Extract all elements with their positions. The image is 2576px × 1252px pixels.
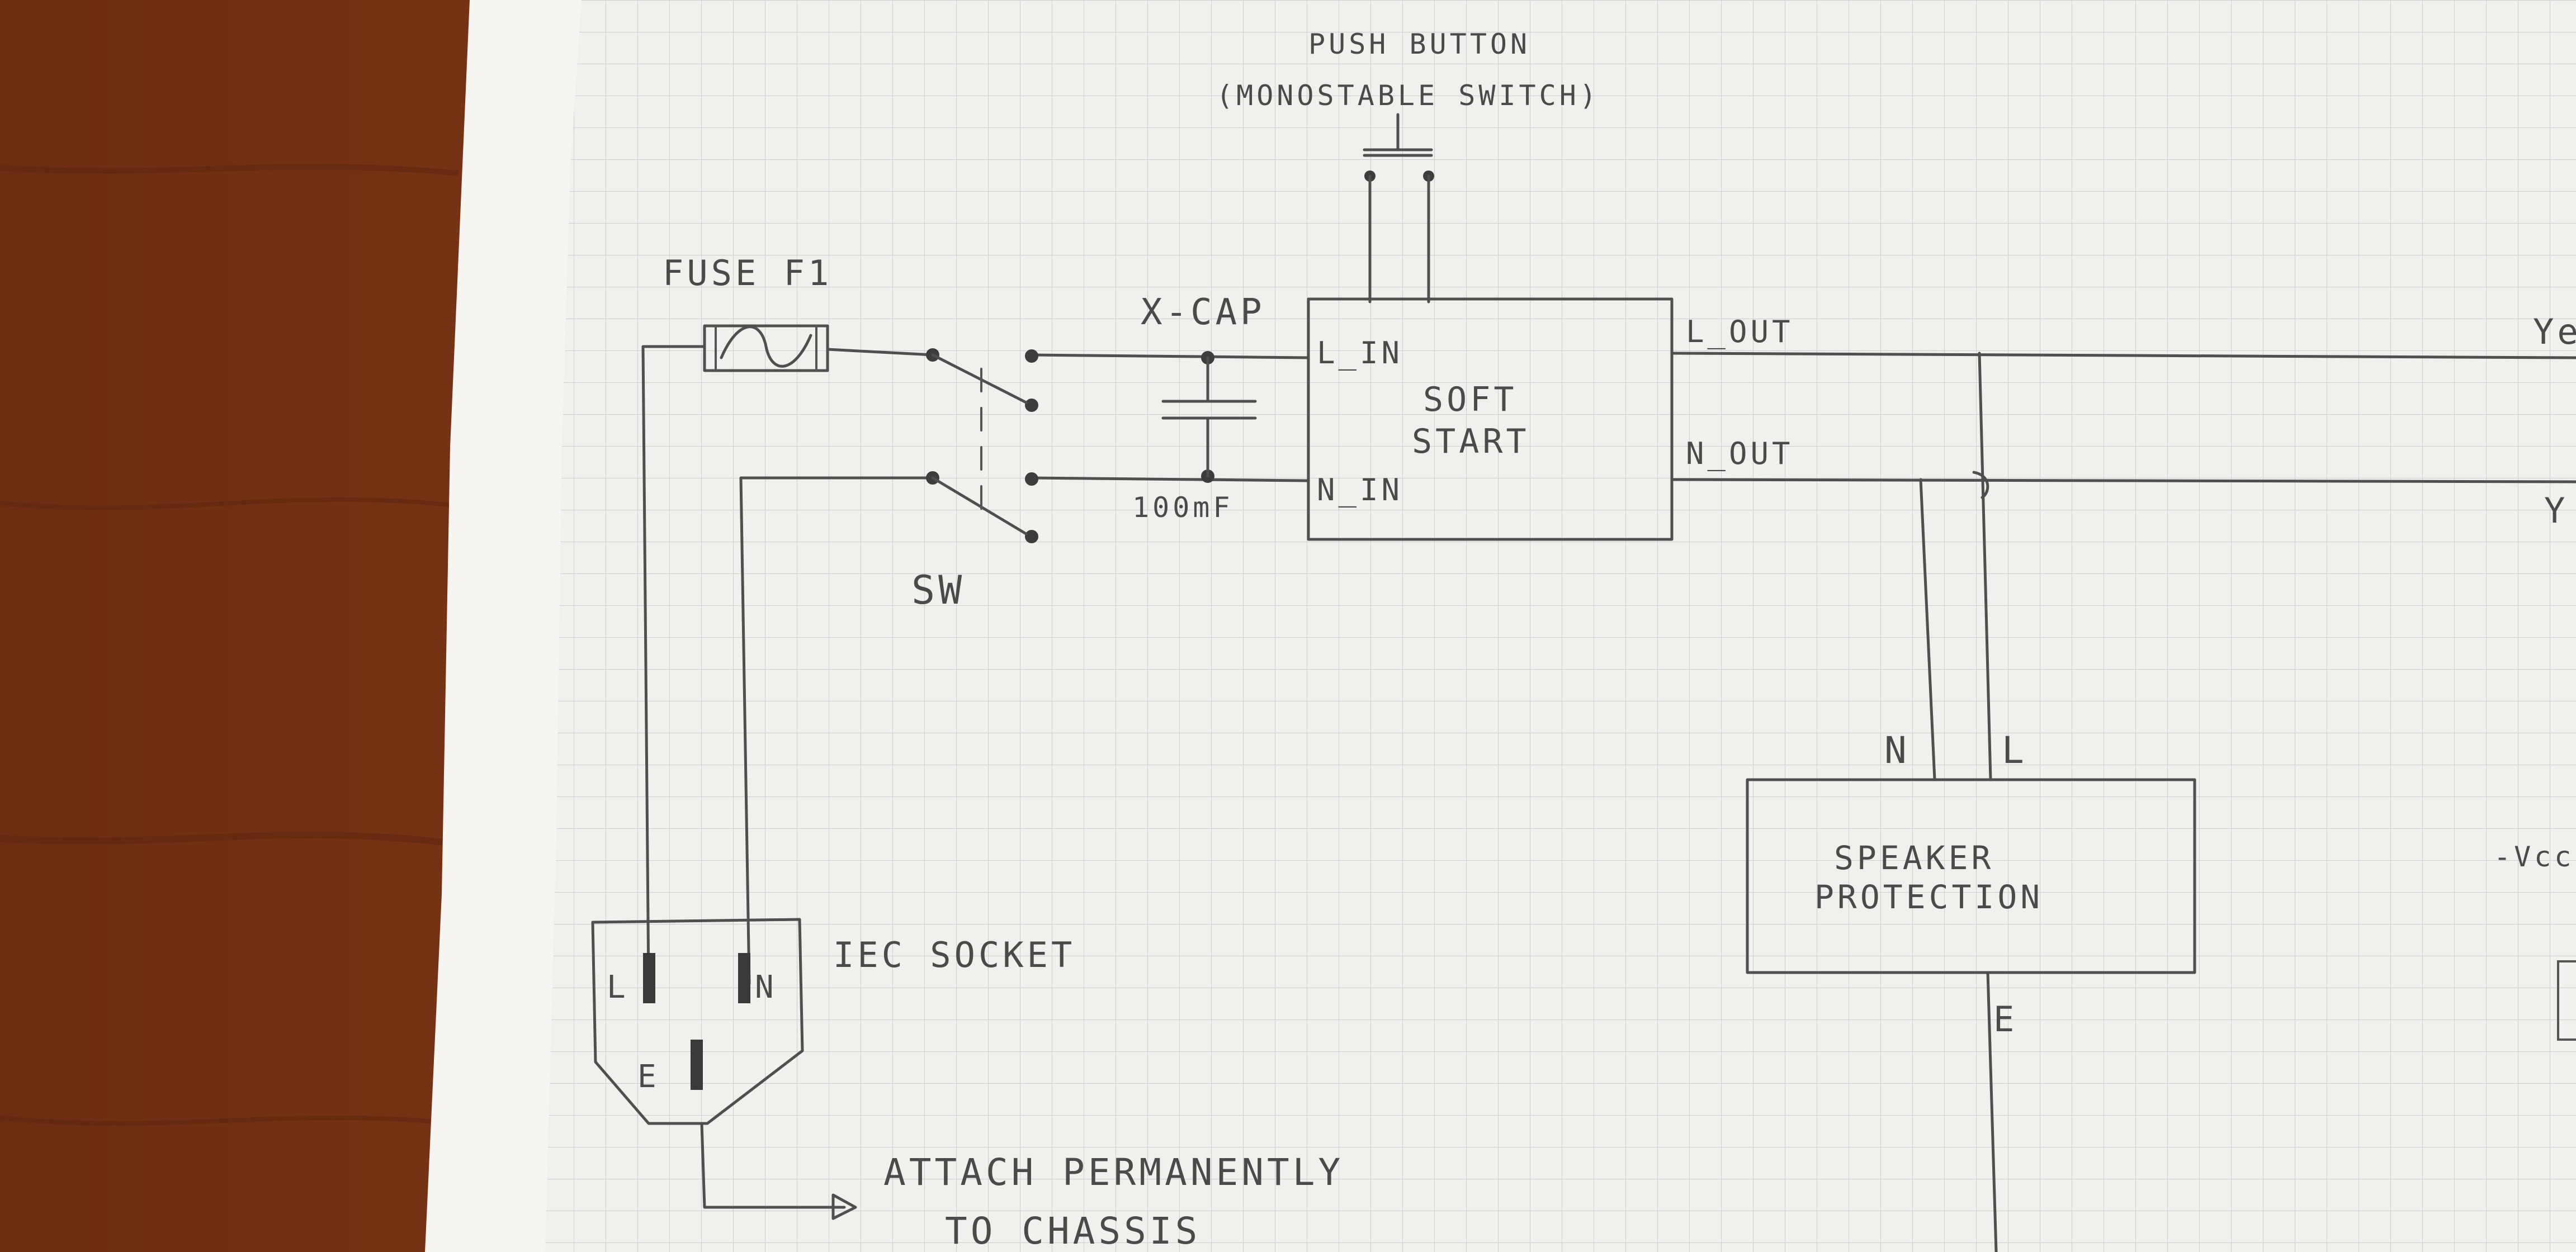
push-button-title: PUSH BUTTON bbox=[1308, 28, 1530, 60]
neutral-wire bbox=[739, 471, 2576, 985]
iec-socket-label: IEC SOCKET bbox=[833, 935, 1075, 975]
speaker-label-2: PROTECTION bbox=[1814, 878, 2043, 916]
cap-value-label: 100mF bbox=[1132, 491, 1233, 524]
speaker-label-1: SPEAKER bbox=[1834, 839, 1994, 877]
iec-e-label: E bbox=[637, 1059, 660, 1095]
iec-n-label: N bbox=[755, 969, 777, 1006]
edge-label-bottom: Y bbox=[2544, 490, 2568, 531]
soft-start-label-2: START bbox=[1412, 422, 1530, 461]
n-out-label: N_OUT bbox=[1686, 436, 1794, 471]
push-button: PUSH BUTTON (MONOSTABLE SWITCH) bbox=[1216, 28, 1600, 303]
iec-l-label: L bbox=[607, 969, 629, 1006]
edge-label-vcc: -Vcc bbox=[2494, 841, 2574, 873]
attach-note-line-2: TO CHASSIS bbox=[945, 1210, 1200, 1252]
fuse-f1: FUSE F1 bbox=[663, 253, 832, 372]
live-wire bbox=[641, 345, 2576, 985]
l-in-label: L_IN bbox=[1317, 335, 1403, 371]
double-pole-switch: SW bbox=[911, 348, 1038, 613]
x-capacitor: X-CAP 100mF bbox=[1132, 292, 1265, 524]
attach-note-line-1: ATTACH PERMANENTLY bbox=[883, 1151, 1344, 1194]
iec-socket: L N E IEC SOCKET bbox=[591, 918, 1075, 1220]
speaker-e-label: E bbox=[1993, 999, 2017, 1040]
x-cap-label: X-CAP bbox=[1141, 292, 1265, 333]
speaker-l-label: L bbox=[2002, 729, 2027, 772]
edge-label-top: Ye bbox=[2533, 311, 2576, 352]
switch-label: SW bbox=[911, 567, 965, 613]
soft-start-label-1: SOFT bbox=[1423, 380, 1518, 419]
push-button-subtitle: (MONOSTABLE SWITCH) bbox=[1216, 79, 1600, 112]
soft-start-block: SOFT START L_IN N_IN L_OUT N_OUT bbox=[1307, 297, 1794, 541]
l-out-label: L_OUT bbox=[1686, 314, 1794, 349]
speaker-protection-block: SPEAKER PROTECTION N L E bbox=[1746, 729, 2196, 1252]
n-in-label: N_IN bbox=[1317, 472, 1403, 508]
fuse-label: FUSE F1 bbox=[663, 253, 832, 293]
speaker-n-label: N bbox=[1884, 729, 1910, 772]
